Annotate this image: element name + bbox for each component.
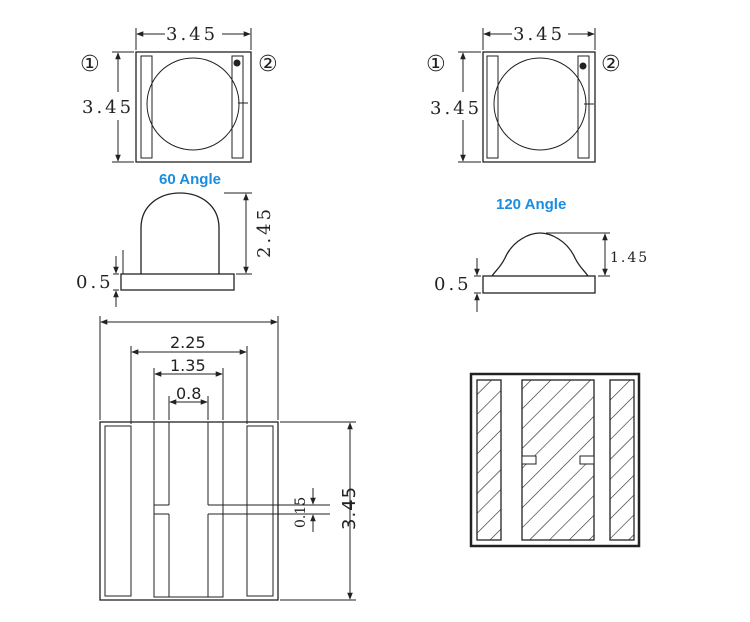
width-dimension: 3.45 <box>513 24 565 45</box>
pin1-label: ① <box>426 52 446 77</box>
inner-span-dimension: 1.35 <box>170 356 206 375</box>
lens-height-dimension: 2.45 <box>254 206 275 258</box>
height-dimension: 3.45 <box>82 97 134 118</box>
hatched-left-pad <box>476 379 502 541</box>
right-pad <box>577 55 590 159</box>
lens-circle <box>146 57 240 151</box>
lens-circle <box>493 57 587 151</box>
package-outline <box>482 51 596 163</box>
footprint-outline <box>99 421 279 601</box>
polarity-dot <box>579 62 587 70</box>
hatched-footprint-view <box>469 372 641 548</box>
left-pad <box>104 425 132 597</box>
lens-dome-120 <box>491 232 589 277</box>
slot-dimension: 0.15 <box>293 497 309 528</box>
base-height-dimension: 0.5 <box>434 274 472 295</box>
top-left-side-view: 2.45 0.5 <box>76 192 275 307</box>
pin2-label: ② <box>258 52 278 77</box>
top-right-side-view: 1.45 0.5 <box>434 232 649 312</box>
height-dimension: 3.45 <box>339 486 360 530</box>
angle-label-120: 120 Angle <box>496 196 566 213</box>
pin2-label: ② <box>601 52 621 77</box>
right-pad <box>231 55 244 159</box>
slot-right <box>579 455 595 465</box>
slot-left <box>521 455 537 465</box>
top-right-top-view: 3.45 3.45 ① ② <box>426 24 621 163</box>
left-pad <box>140 55 153 159</box>
angle-label-60: 60 Angle <box>159 171 221 188</box>
hatched-right-pad <box>609 379 635 541</box>
package-outline <box>135 51 252 163</box>
width-dimension: 3.45 <box>166 24 218 45</box>
footprint-view: 2.25 1.35 0.8 0.15 3.45 <box>99 316 360 601</box>
left-pad <box>486 55 499 159</box>
center-pad <box>153 422 224 598</box>
base <box>120 273 235 291</box>
right-pad <box>246 425 274 597</box>
hatched-outline <box>469 372 641 548</box>
height-dimension: 3.45 <box>430 98 482 119</box>
gap-dimension: 0.8 <box>176 384 201 403</box>
base <box>482 275 596 294</box>
polarity-dot <box>233 59 241 67</box>
lens-height-dimension: 1.45 <box>610 250 649 266</box>
top-left-top-view: 3.45 3.45 ① ② <box>80 24 278 163</box>
pad-span-dimension: 2.25 <box>170 333 206 352</box>
pin1-label: ① <box>80 52 100 77</box>
base-height-dimension: 0.5 <box>76 272 114 293</box>
lens-dome-60 <box>140 192 220 274</box>
